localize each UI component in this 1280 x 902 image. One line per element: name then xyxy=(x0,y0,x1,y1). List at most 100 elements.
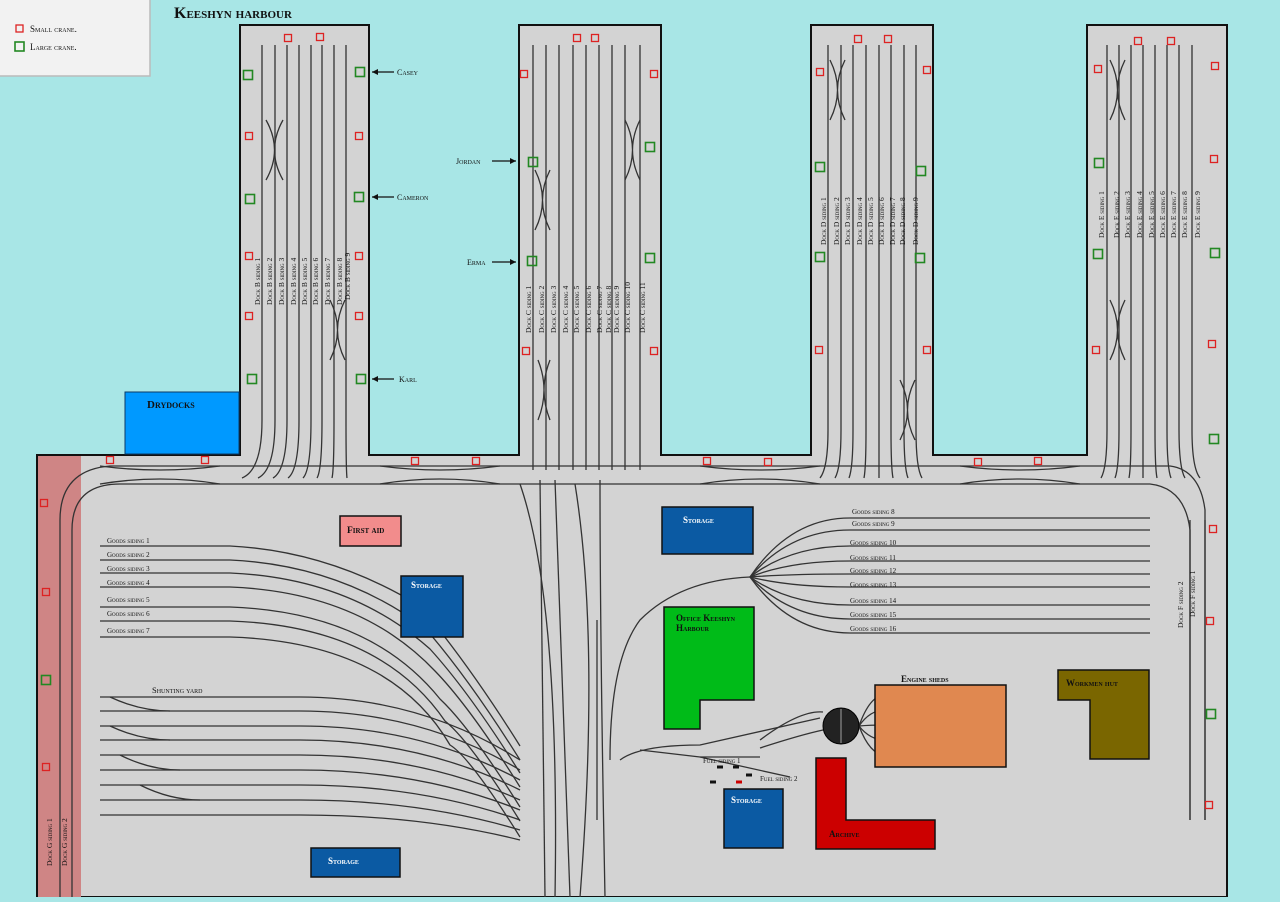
small-crane-17[interactable] xyxy=(815,67,825,77)
central-line-5 xyxy=(599,479,606,898)
small-crane-39[interactable] xyxy=(39,498,49,508)
goods-siding-10-label: Goods siding 10 xyxy=(850,539,897,547)
engine-approach-2 xyxy=(759,711,824,741)
dock-e-siding-5-label: Dock E siding 5 xyxy=(1147,191,1156,238)
dock-e-track-3 xyxy=(1128,45,1132,479)
small-crane-26[interactable] xyxy=(1091,345,1101,355)
small-crane-18[interactable] xyxy=(922,65,932,75)
dock-c-crossover-2 xyxy=(624,119,641,181)
shunting-track-1 xyxy=(100,696,521,761)
goods-siding-4-label: Goods siding 4 xyxy=(107,579,150,587)
large-crane-13[interactable] xyxy=(915,165,927,177)
workmen-hut-building[interactable] xyxy=(1057,669,1150,760)
goods-left-track-6 xyxy=(100,620,521,822)
goods-right-track-14 xyxy=(749,576,1150,606)
large-crane-15[interactable] xyxy=(1093,157,1105,169)
small-crane-22[interactable] xyxy=(1166,36,1176,46)
dock-e-siding-2-label: Dock E siding 2 xyxy=(1112,191,1121,238)
dock-b-siding-5-label: Dock B siding 5 xyxy=(300,257,309,305)
large-crane-16[interactable] xyxy=(1092,248,1104,260)
small-crane-32[interactable] xyxy=(200,455,210,465)
small-crane-9[interactable] xyxy=(572,33,582,43)
shunting-track-5 xyxy=(100,754,521,801)
dock-c-siding-6-label: Dock C siding 6 xyxy=(584,285,593,333)
storage-building-2[interactable] xyxy=(661,506,754,555)
small-crane-2[interactable] xyxy=(315,32,325,42)
fuel-marker-3 xyxy=(746,773,752,777)
small-crane-13[interactable] xyxy=(521,346,531,356)
dock-b-siding-2-label: Dock B siding 2 xyxy=(265,257,274,305)
small-crane-19[interactable] xyxy=(814,345,824,355)
large-crane-5[interactable] xyxy=(246,373,258,385)
large-crane-3[interactable] xyxy=(244,193,256,205)
large-crane-6[interactable] xyxy=(355,373,367,385)
small-crane-21[interactable] xyxy=(1133,36,1143,46)
large-crane-11[interactable] xyxy=(814,161,826,173)
fuel-marker-4 xyxy=(710,780,716,784)
first-aid-building[interactable] xyxy=(339,515,402,547)
large-crane-19[interactable] xyxy=(1205,708,1217,720)
small-crane-12[interactable] xyxy=(649,69,659,79)
small-crane-33[interactable] xyxy=(410,456,420,466)
archive-building[interactable] xyxy=(815,757,936,850)
quay-crossover-3 xyxy=(699,465,821,485)
storage-building-4[interactable] xyxy=(723,788,784,849)
large-crane-4[interactable] xyxy=(353,191,365,203)
small-crane-14[interactable] xyxy=(649,346,659,356)
small-crane-38[interactable] xyxy=(1033,456,1043,466)
large-crane-9[interactable] xyxy=(644,141,656,153)
central-line-4 xyxy=(519,483,557,898)
goods-right-track-16 xyxy=(749,576,1150,634)
large-crane-7[interactable] xyxy=(527,156,539,168)
small-crane-23[interactable] xyxy=(1093,64,1103,74)
large-crane-18[interactable] xyxy=(1208,433,1220,445)
small-crane-35[interactable] xyxy=(702,456,712,466)
small-crane-37[interactable] xyxy=(973,457,983,467)
small-crane-36[interactable] xyxy=(763,457,773,467)
small-crane-7[interactable] xyxy=(244,311,254,321)
large-crane-2[interactable] xyxy=(354,66,366,78)
small-crane-30[interactable] xyxy=(1204,800,1214,810)
storage-building-3[interactable] xyxy=(310,847,401,878)
small-crane-3[interactable] xyxy=(244,131,254,141)
small-crane-5[interactable] xyxy=(244,251,254,261)
large-crane-1[interactable] xyxy=(242,69,254,81)
dock-e-track-2 xyxy=(1114,45,1120,479)
small-crane-16[interactable] xyxy=(883,34,893,44)
large-crane-8[interactable] xyxy=(526,255,538,267)
small-crane-6[interactable] xyxy=(354,251,364,261)
small-crane-28[interactable] xyxy=(1208,524,1218,534)
small-crane-25[interactable] xyxy=(1209,154,1219,164)
small-crane-4[interactable] xyxy=(354,131,364,141)
storage-building-1[interactable] xyxy=(400,575,464,638)
small-crane-29[interactable] xyxy=(1205,616,1215,626)
small-crane-24[interactable] xyxy=(1210,61,1220,71)
dock-b-track-5 xyxy=(302,45,312,479)
large-crane-14[interactable] xyxy=(914,252,926,264)
small-crane-10[interactable] xyxy=(590,33,600,43)
small-crane-31[interactable] xyxy=(105,455,115,465)
dock-d-track-1 xyxy=(819,45,829,479)
engine-sheds-building[interactable] xyxy=(874,684,1007,768)
small-crane-1[interactable] xyxy=(283,33,293,43)
legend-large-crane-label: Large crane. xyxy=(30,42,77,52)
large-crane-10[interactable] xyxy=(644,252,656,264)
small-crane-8[interactable] xyxy=(354,311,364,321)
office-building[interactable] xyxy=(663,606,755,730)
large-crane-20[interactable] xyxy=(40,674,52,686)
large-crane-17[interactable] xyxy=(1209,247,1221,259)
small-crane-11[interactable] xyxy=(519,69,529,79)
small-crane-15[interactable] xyxy=(853,34,863,44)
small-crane-34[interactable] xyxy=(471,456,481,466)
dock-e-track-6 xyxy=(1166,45,1172,479)
large-crane-12[interactable] xyxy=(814,251,826,263)
dock-b-siding-9-label: Dock B siding 9 xyxy=(343,252,352,300)
jordan-label: Jordan xyxy=(456,157,481,166)
dock-d-siding-7-label: Dock D siding 7 xyxy=(888,197,897,245)
small-crane-27[interactable] xyxy=(1207,339,1217,349)
small-crane-41[interactable] xyxy=(41,762,51,772)
small-crane-40[interactable] xyxy=(41,587,51,597)
small-crane-20[interactable] xyxy=(922,345,932,355)
dock-d-track-6 xyxy=(890,45,894,479)
quay-crossover-2 xyxy=(379,465,501,485)
